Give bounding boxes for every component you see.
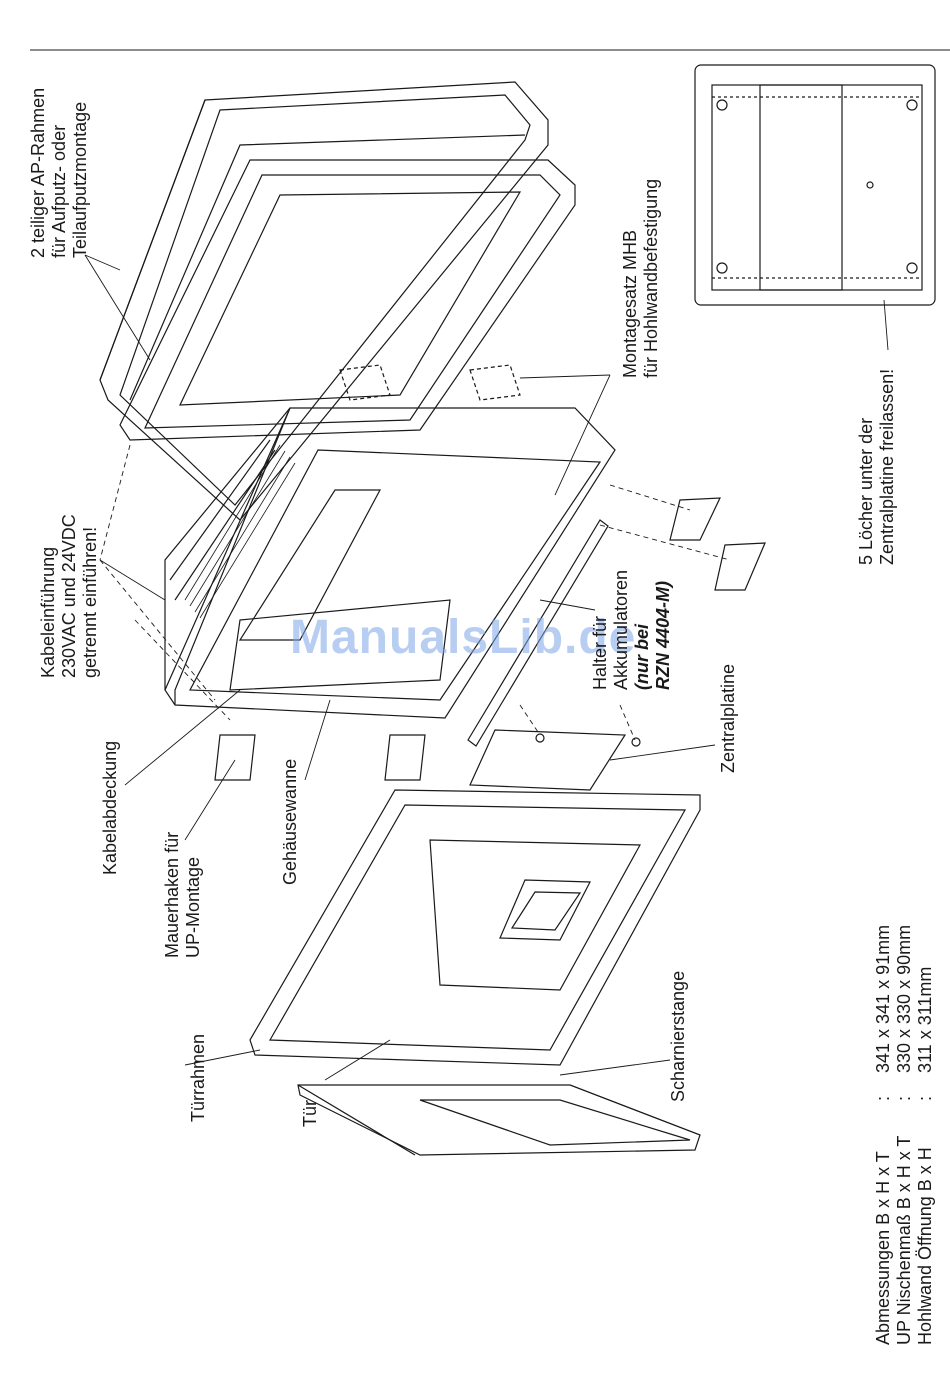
label-door-frame-text: Türrahmen — [188, 1033, 208, 1122]
vent-slots — [184, 444, 296, 619]
label-central-board-text: Zentralplatine — [718, 663, 738, 773]
dimension-label: UP Nischenmaß B x H x T — [894, 1135, 914, 1345]
label-wall-hooks-line-2: UP-Montage — [183, 856, 203, 958]
dimension-colon: : — [894, 1095, 914, 1101]
housing-tub — [164, 407, 616, 719]
label-holes-line-1: 5 Löcher unter der — [856, 417, 876, 565]
label-door-frame: Türrahmen — [188, 1034, 209, 1122]
label-central-board: Zentralplatine — [718, 664, 739, 773]
ap-frame-inner — [119, 159, 576, 441]
label-cable-cover-text: Kabelabdeckung — [100, 740, 120, 875]
label-wall-hooks-line-1: Mauerhaken für — [162, 831, 182, 958]
central-board — [469, 729, 641, 791]
dimensions-row: Hohlwand Öffnung B x H : 311 x 311mm — [915, 925, 936, 1345]
label-battery-holder-note-1: (nur bei — [632, 624, 652, 690]
label-hinge-rod-text: Scharnierstange — [668, 970, 688, 1102]
dimension-colon: : — [873, 1095, 893, 1101]
label-ap-frame: 2 teiliger AP-Rahmen für Aufputz- oder T… — [28, 88, 91, 258]
label-cable-entry-line-2: 230VAC und 24VDC — [59, 514, 79, 678]
label-ap-frame-line-3: Teilaufputzmontage — [70, 101, 90, 258]
label-door: Tür — [300, 1100, 321, 1127]
watermark: ManualsLib.de — [290, 611, 637, 664]
label-battery-holder-note-2: RZN 4404-M) — [653, 580, 673, 690]
label-wall-hooks: Mauerhaken für UP-Montage — [162, 832, 204, 958]
mhb-brackets — [339, 364, 521, 401]
dimension-value: 330 x 330 x 90mm — [894, 924, 914, 1073]
label-ap-frame-line-2: für Aufputz- oder — [49, 124, 69, 258]
label-battery-holder-line-1: Halter für — [590, 615, 610, 690]
battery-holder — [467, 519, 609, 747]
label-housing-tub-text: Gehäusewanne — [280, 758, 300, 885]
label-holes-line-2: Zentralplatine freilassen! — [877, 368, 897, 565]
inset-rear-view — [694, 64, 936, 306]
ap-frame-outer — [99, 81, 549, 521]
label-cable-entry-line-3: getrennt einführen! — [80, 526, 100, 678]
assembly-dashed-lines — [99, 444, 731, 741]
dimension-label: Abmessungen B x H x T — [873, 1151, 893, 1345]
door-frame — [249, 789, 701, 1066]
leader-lines — [84, 254, 889, 1081]
label-battery-holder: Halter für Akkumulatoren (nur bei RZN 44… — [590, 570, 674, 690]
dimension-value: 341 x 341 x 91mm — [873, 924, 893, 1073]
label-battery-holder-line-2: Akkumulatoren — [611, 569, 631, 690]
wall-hooks — [214, 497, 766, 781]
label-hinge-rod: Scharnierstange — [668, 971, 689, 1102]
dimension-colon: : — [915, 1095, 935, 1101]
dimensions-table: Abmessungen B x H x T : 341 x 341 x 91mm… — [873, 925, 936, 1345]
dimensions-row: Abmessungen B x H x T : 341 x 341 x 91mm — [873, 925, 894, 1345]
label-holes: 5 Löcher unter der Zentralplatine freila… — [856, 369, 898, 565]
label-cable-cover: Kabelabdeckung — [100, 741, 121, 875]
label-door-text: Tür — [300, 1100, 320, 1127]
door — [297, 1084, 701, 1156]
label-cable-entry-line-1: Kabeleinführung — [38, 546, 58, 678]
dimensions-row: UP Nischenmaß B x H x T : 330 x 330 x 90… — [894, 925, 915, 1345]
label-ap-frame-line-1: 2 teiliger AP-Rahmen — [28, 87, 48, 258]
label-housing-tub: Gehäusewanne — [280, 759, 301, 885]
label-cable-entry: Kabeleinführung 230VAC und 24VDC getrenn… — [38, 514, 101, 678]
label-mounting-set: Montagesatz MHB für Hohlwandbefestigung — [620, 179, 662, 378]
dimension-value: 311 x 311mm — [915, 966, 935, 1073]
label-mounting-set-line-2: für Hohlwandbefestigung — [641, 178, 661, 378]
label-mounting-set-line-1: Montagesatz MHB — [620, 229, 640, 378]
dimension-label: Hohlwand Öffnung B x H — [915, 1147, 935, 1345]
